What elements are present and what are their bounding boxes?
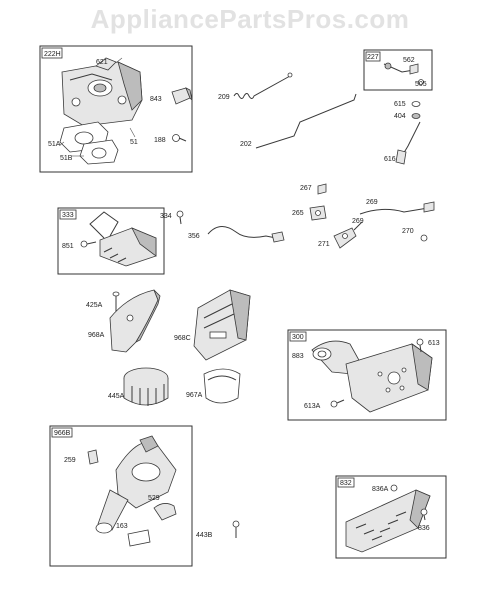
part-label-562: 562 — [403, 57, 415, 64]
gasket-163-part[interactable] — [127, 529, 151, 547]
part-label-836: 836 — [418, 525, 430, 532]
wire-356-part[interactable] — [207, 226, 285, 243]
screw-613A-part[interactable] — [330, 399, 345, 408]
group-966B-label: 966B — [54, 430, 71, 437]
part-label-843: 843 — [150, 96, 162, 103]
part-label-968C: 968C — [174, 335, 191, 342]
watermark: AppliancePartsPros.com — [90, 4, 410, 34]
part-label-269-lower: 269 — [352, 218, 364, 225]
part-label-259: 259 — [64, 457, 76, 464]
part-label-445A: 445A — [108, 393, 125, 400]
precleaner-967A-part[interactable] — [203, 368, 241, 404]
group-333: 333 851 — [57, 207, 165, 275]
part-label-265: 265 — [292, 210, 304, 217]
part-label-334: 334 — [160, 213, 172, 220]
part-label-613A: 613A — [304, 403, 321, 410]
group-222H-label: 222H — [44, 51, 61, 58]
group-333-frame — [57, 207, 165, 275]
part-label-51: 51 — [130, 139, 138, 146]
part-label-356: 356 — [188, 233, 200, 240]
group-227-label: 227 — [367, 54, 379, 61]
group-966B-frame — [49, 425, 193, 567]
part-label-269-upper: 269 — [366, 199, 378, 206]
screw-851-part[interactable] — [80, 240, 97, 248]
part-label-529: 529 — [148, 495, 160, 502]
group-227: 227 562 505 — [363, 49, 433, 91]
group-300-frame — [287, 329, 447, 421]
clip-267-part[interactable] — [317, 183, 327, 195]
group-222H-frame — [39, 45, 193, 173]
part-label-968A: 968A — [88, 332, 105, 339]
cover-968A-part[interactable] — [109, 289, 161, 353]
part-label-425A: 425A — [86, 302, 103, 309]
part-label-505: 505 — [415, 81, 427, 88]
rod-202-part[interactable] — [255, 93, 357, 149]
part-label-51A: 51A — [48, 141, 61, 148]
group-333-tag — [59, 209, 77, 220]
group-832-frame — [335, 475, 447, 559]
clip-259-part[interactable] — [87, 449, 99, 465]
part-label-51B: 51B — [60, 155, 73, 162]
part-label-271: 271 — [318, 241, 330, 248]
screw-836A-part[interactable] — [390, 484, 398, 492]
group-966B: 966B 259 529 163 — [49, 425, 193, 567]
screw-836-part[interactable] — [420, 508, 428, 521]
gasket-51B-part[interactable] — [79, 139, 119, 165]
lever-227-part[interactable] — [383, 62, 424, 85]
filter-445A-part[interactable] — [123, 367, 169, 406]
group-300-label: 300 — [292, 334, 304, 341]
washer-404-part[interactable] — [411, 113, 421, 119]
washer-615-part[interactable] — [411, 101, 421, 107]
part-label-267: 267 — [300, 185, 312, 192]
lever-271-part[interactable] — [333, 221, 363, 249]
group-227-tag — [365, 51, 381, 62]
group-966B-tag — [51, 427, 73, 438]
part-label-621: 621 — [96, 59, 108, 66]
screw-443B-part[interactable] — [232, 520, 240, 538]
housing-968C-part[interactable] — [193, 289, 251, 361]
spring-209-part[interactable] — [233, 72, 293, 99]
clip-270-part[interactable] — [420, 234, 428, 242]
part-label-836A: 836A — [372, 486, 389, 493]
group-832: 832 836A 836 — [335, 475, 447, 559]
part-label-202: 202 — [240, 141, 252, 148]
part-label-613: 613 — [428, 340, 440, 347]
part-label-967A: 967A — [186, 392, 203, 399]
group-222H-tag — [41, 47, 63, 59]
cable-269-part[interactable] — [359, 201, 435, 215]
screw-613-part[interactable] — [416, 338, 424, 353]
part-label-163: 163 — [116, 523, 128, 530]
bracket-265-part[interactable] — [309, 205, 327, 221]
screw-334-part[interactable] — [176, 210, 184, 225]
screw-188-part[interactable] — [172, 134, 187, 142]
part-label-851: 851 — [62, 243, 74, 250]
group-832-tag — [337, 477, 355, 488]
part-label-188: 188 — [154, 137, 166, 144]
guard-part[interactable] — [345, 489, 431, 553]
group-832-label: 832 — [340, 480, 352, 487]
group-227-frame — [363, 49, 433, 91]
group-300: 300 613 883 613A — [287, 329, 447, 421]
part-label-615: 615 — [394, 101, 406, 108]
group-222H: 222H 621 51A 51 51B — [39, 45, 193, 173]
elbow-529-part[interactable] — [153, 503, 177, 521]
air-cleaner-base-part[interactable] — [95, 435, 177, 534]
part-label-404: 404 — [394, 113, 406, 120]
part-label-883: 883 — [292, 353, 304, 360]
part-label-616: 616 — [384, 156, 396, 163]
part-label-209: 209 — [218, 94, 230, 101]
block-843-part[interactable] — [171, 87, 193, 105]
part-label-443B: 443B — [196, 532, 213, 539]
group-300-tag — [289, 331, 307, 342]
part-label-270: 270 — [402, 228, 414, 235]
carburetor-part[interactable] — [61, 57, 143, 127]
gasket-883-part[interactable] — [312, 347, 332, 361]
group-333-label: 333 — [62, 212, 74, 219]
lever-616-part[interactable] — [395, 121, 421, 165]
armature-part[interactable] — [89, 211, 157, 267]
